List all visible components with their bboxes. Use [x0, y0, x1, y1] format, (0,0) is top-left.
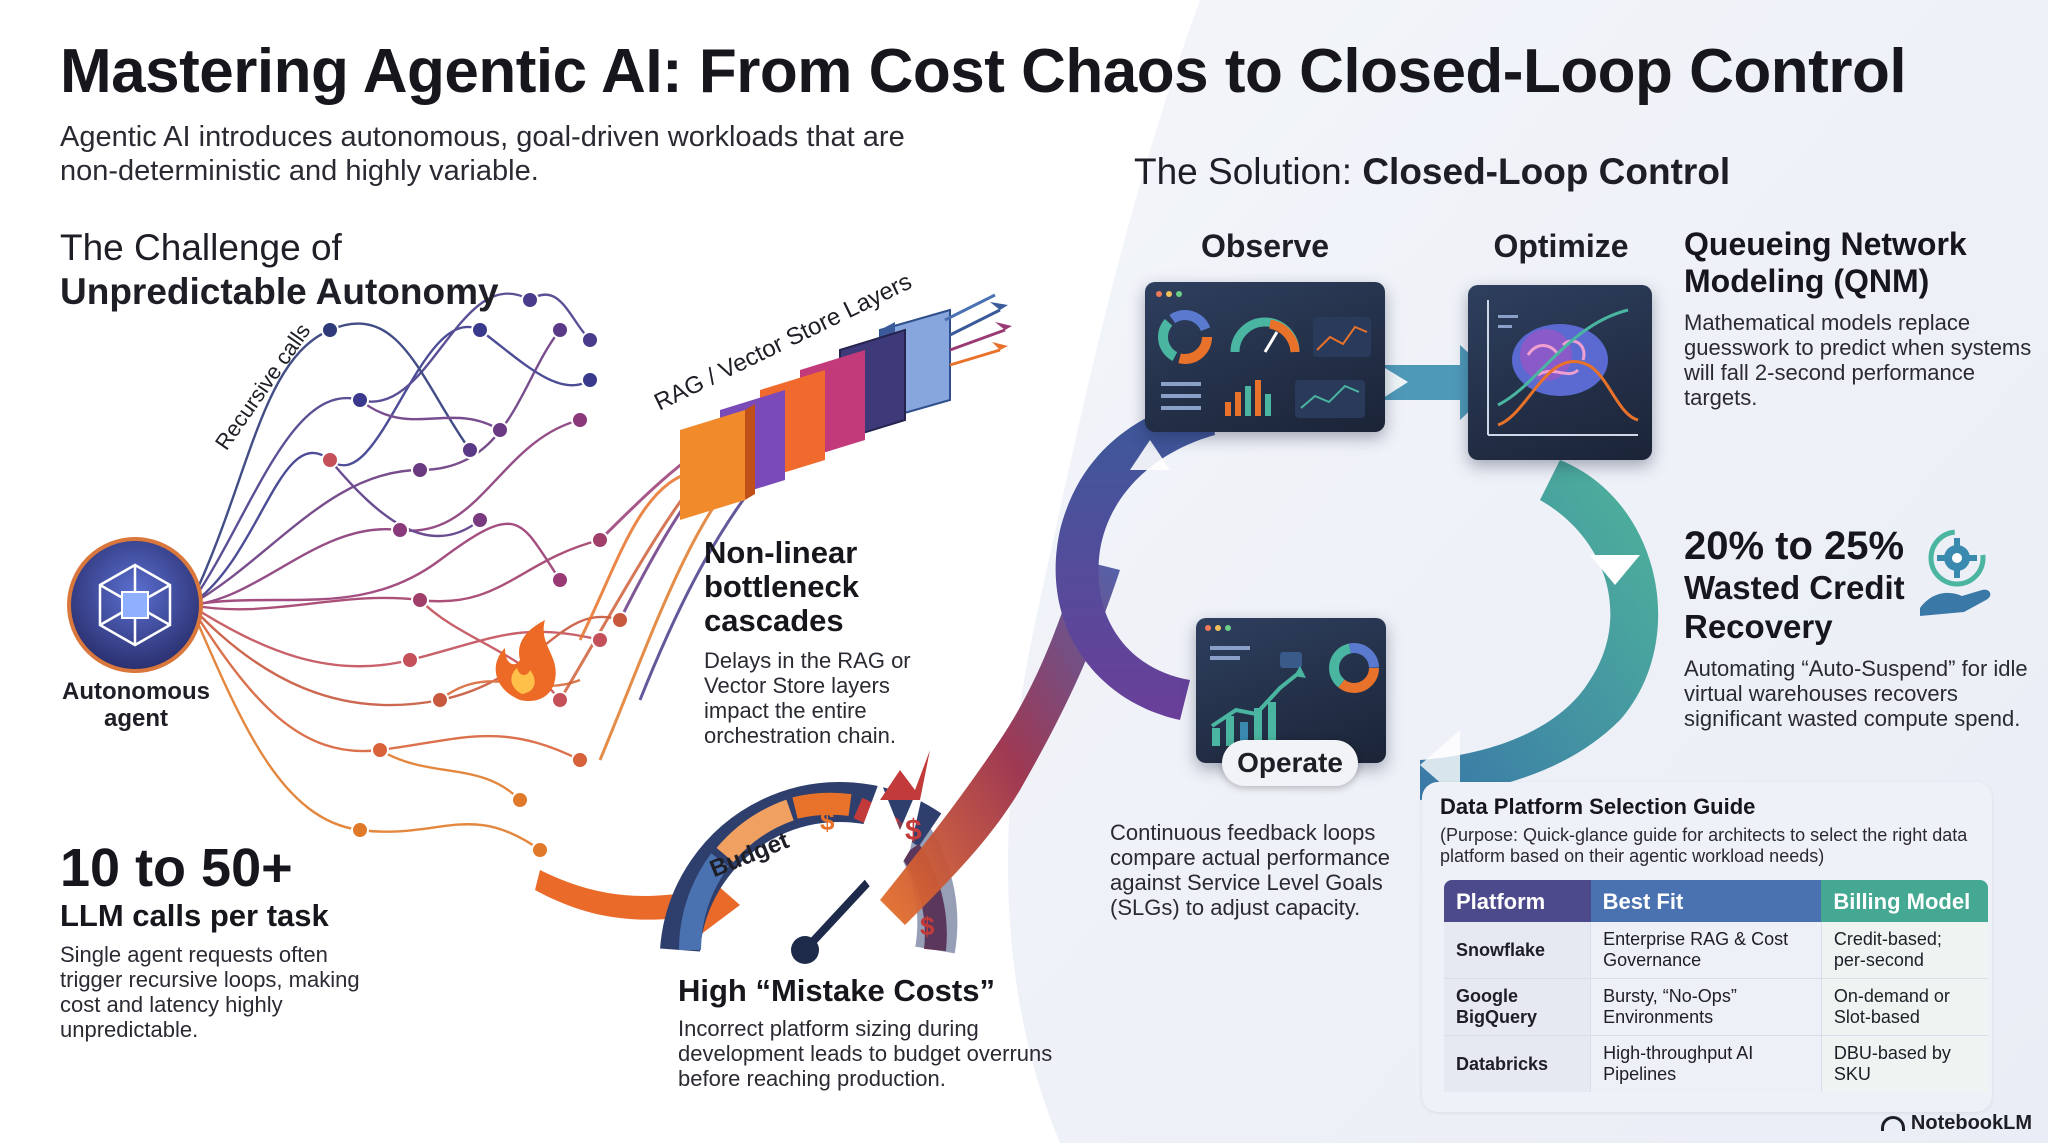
- mistake-body: Incorrect platform sizing during develop…: [678, 1016, 1053, 1091]
- solution-heading-light: The Solution:: [1134, 151, 1363, 192]
- platform-guide: Data Platform Selection Guide (Purpose: …: [1422, 782, 1992, 1112]
- platform-table: Platform Best Fit Billing Model Snowflak…: [1444, 880, 1988, 1092]
- recovery-block: 20% to 25% Wasted Credit Recovery Automa…: [1684, 524, 2044, 731]
- recovery-body: Automating “Auto-Suspend” for idle virtu…: [1684, 656, 2028, 731]
- gear-hand-icon: [1920, 529, 1991, 616]
- qnm-body: Mathematical models replace guesswork to…: [1684, 310, 2032, 410]
- optimize-chart: [1468, 285, 1652, 460]
- guide-description: (Purpose: Quick-glance guide for archite…: [1440, 825, 1968, 866]
- flame-icon: [495, 620, 556, 702]
- step-optimize: Optimize: [1493, 228, 1629, 264]
- intro-text: Agentic AI introduces autonomous, goal-d…: [60, 121, 905, 187]
- brand-name: NotebookLM: [1910, 1112, 2032, 1134]
- operate-dashboard: [1196, 618, 1386, 763]
- guide-title: Data Platform Selection Guide: [1440, 794, 1756, 819]
- table-cell: Enterprise RAG & Cost Governance: [1590, 922, 1822, 979]
- svg-text:$: $: [920, 911, 935, 941]
- table-cell: Bursty, “No-Ops” Environments: [1590, 978, 1822, 1036]
- notebooklm-logo-icon: [1880, 1116, 1905, 1132]
- mistake-block: High “Mistake Costs” Incorrect platform …: [678, 973, 1068, 1092]
- calls-stat-body: Single agent requests often trigger recu…: [60, 942, 360, 1042]
- solution-heading-bold: Closed-Loop Control: [1362, 151, 1731, 192]
- recovery-title: Wasted Credit Recovery: [1684, 569, 1905, 645]
- bottleneck-body: Delays in the RAG or Vector Store layers…: [704, 648, 911, 748]
- brand-mark: NotebookLM: [1880, 1112, 2032, 1135]
- table-cell: Google BigQuery: [1444, 978, 1591, 1036]
- challenge-heading-light: The Challenge of: [60, 227, 342, 268]
- page-title: Mastering Agentic AI: From Cost Chaos to…: [60, 37, 1907, 106]
- table-row: Snowflake Enterprise RAG & Cost Governan…: [1444, 922, 1988, 979]
- svg-text:$: $: [820, 806, 835, 836]
- bottleneck-block: Non-linear bottleneck cascades Delays in…: [704, 535, 944, 749]
- svg-text:$: $: [905, 814, 922, 847]
- mistake-title: High “Mistake Costs”: [678, 973, 995, 1008]
- column-header: Best Fit: [1590, 880, 1822, 922]
- table-cell: Databricks: [1444, 1035, 1591, 1092]
- table-cell: Snowflake: [1444, 922, 1591, 979]
- table-cell: On-demand or Slot-based: [1820, 978, 1988, 1036]
- challenge-heading: The Challenge of Unpredictable Autonomy: [60, 226, 499, 314]
- column-header: Platform: [1444, 880, 1591, 922]
- calls-stat: 10 to 50+ LLM calls per task Single agen…: [60, 838, 400, 1042]
- calls-stat-label: LLM calls per task: [60, 898, 329, 933]
- agent-label: Autonomous agent: [62, 678, 210, 732]
- column-header: Billing Model: [1821, 880, 1988, 922]
- step-operate: Operate: [1222, 740, 1358, 786]
- table-header-row: Platform Best Fit Billing Model: [1444, 880, 1988, 922]
- bottleneck-title: Non-linear bottleneck cascades: [704, 535, 860, 638]
- table-cell: DBU-based by SKU: [1820, 1035, 1988, 1092]
- layer-stack: [680, 308, 951, 520]
- calls-stat-value: 10 to 50+: [60, 838, 293, 898]
- solution-heading: The Solution: Closed-Loop Control: [1134, 150, 1730, 194]
- cost-flow-arrow: [535, 870, 740, 935]
- recovery-value: 20% to 25%: [1684, 524, 1905, 568]
- qnm-title: Queueing Network Modeling (QNM): [1684, 226, 1967, 299]
- table-row: Google BigQuery Bursty, “No-Ops” Environ…: [1444, 978, 1988, 1036]
- challenge-heading-bold: Unpredictable Autonomy: [60, 271, 499, 312]
- step-observe: Observe: [1200, 228, 1330, 264]
- table-cell: Credit-based; per-second: [1820, 922, 1988, 979]
- feedback-body: Continuous feedback loops compare actual…: [1110, 820, 1391, 920]
- qnm-block: Queueing Network Modeling (QNM) Mathemat…: [1684, 226, 2034, 410]
- overrun-surge: [880, 560, 1120, 925]
- table-cell: High-throughput AI Pipelines: [1590, 1035, 1822, 1092]
- observe-dashboard: [1145, 282, 1385, 432]
- table-row: Databricks High-throughput AI Pipelines …: [1444, 1035, 1988, 1092]
